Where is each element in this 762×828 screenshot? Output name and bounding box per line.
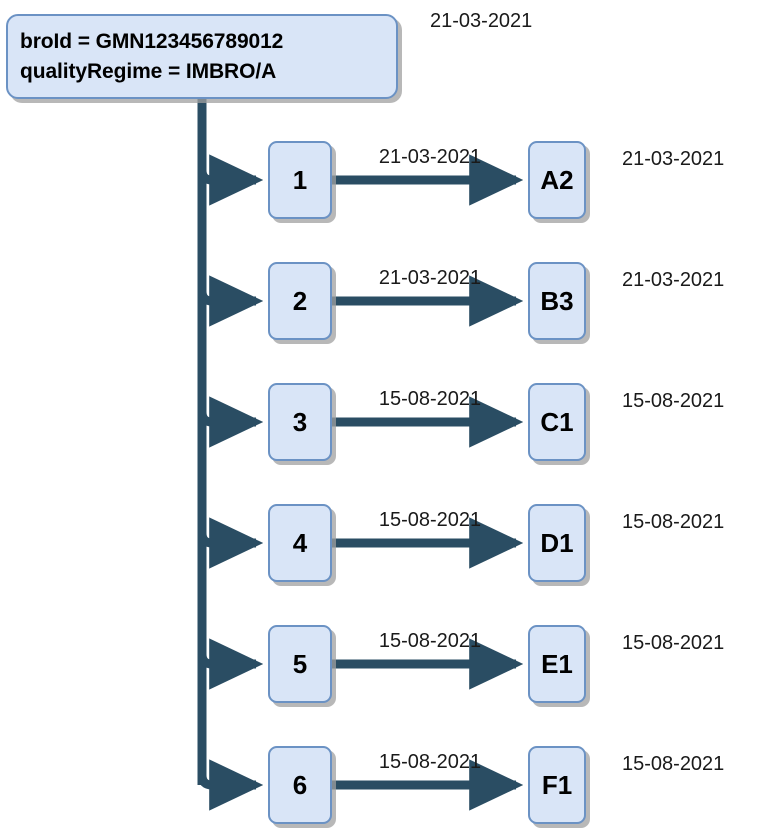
target-node-1-label: A2 [540, 164, 574, 195]
step-node-5[interactable]: 5 [268, 625, 332, 703]
trailing-date-label-4: 15-08-2021 [622, 511, 725, 533]
target-node-3[interactable]: C1 [528, 383, 586, 461]
step-node-6[interactable]: 6 [268, 746, 332, 824]
step-node-3[interactable]: 3 [268, 383, 332, 461]
step-node-2-label: 2 [292, 285, 308, 316]
target-node-6-label: F1 [541, 769, 573, 800]
target-node-2[interactable]: B3 [528, 262, 586, 340]
step-node-3-label: 3 [292, 406, 308, 437]
step-node-1[interactable]: 1 [268, 141, 332, 219]
trailing-date-label-2: 21-03-2021 [622, 269, 725, 291]
trailing-date-label-1: 21-03-2021 [622, 148, 725, 170]
branch-connector-5 [197, 638, 264, 690]
trailing-date-label-6: 15-08-2021 [622, 753, 725, 775]
target-node-5-label: E1 [541, 648, 573, 679]
trailing-date-label-5: 15-08-2021 [622, 632, 725, 654]
edge-date-label-4: 15-08-2021 [378, 509, 482, 531]
edge-date-label-5: 15-08-2021 [378, 630, 482, 652]
branch-connector-3 [197, 396, 264, 448]
target-node-5[interactable]: E1 [528, 625, 586, 703]
target-node-2-label: B3 [540, 285, 574, 316]
target-node-3-label: C1 [540, 406, 574, 437]
edge-date-label-3: 15-08-2021 [378, 388, 482, 410]
edge-date-label-1: 21-03-2021 [378, 146, 482, 168]
branch-connector-1 [197, 154, 264, 206]
edge-date-label-2: 21-03-2021 [378, 267, 482, 289]
root-node-broid-line: broId = GMN123456789012 [20, 29, 284, 53]
target-node-1[interactable]: A2 [528, 141, 586, 219]
trailing-date-label-3: 15-08-2021 [622, 390, 725, 412]
target-node-4[interactable]: D1 [528, 504, 586, 582]
step-node-5-label: 5 [292, 648, 308, 679]
step-node-4[interactable]: 4 [268, 504, 332, 582]
branch-connector-4 [197, 517, 264, 569]
step-node-1-label: 1 [292, 164, 308, 195]
branch-connector-2 [197, 275, 264, 327]
step-node-4-label: 4 [292, 527, 308, 558]
root-node-qualityregime-line: qualityRegime = IMBRO/A [20, 59, 277, 83]
step-node-6-label: 6 [292, 769, 308, 800]
branch-connector-6 [197, 759, 264, 811]
root-date-label: 21-03-2021 [430, 10, 533, 32]
target-node-4-label: D1 [540, 527, 574, 558]
root-node[interactable]: broId = GMN123456789012 qualityRegime = … [6, 14, 398, 99]
step-node-2[interactable]: 2 [268, 262, 332, 340]
target-node-6[interactable]: F1 [528, 746, 586, 824]
edge-date-label-6: 15-08-2021 [378, 751, 482, 773]
